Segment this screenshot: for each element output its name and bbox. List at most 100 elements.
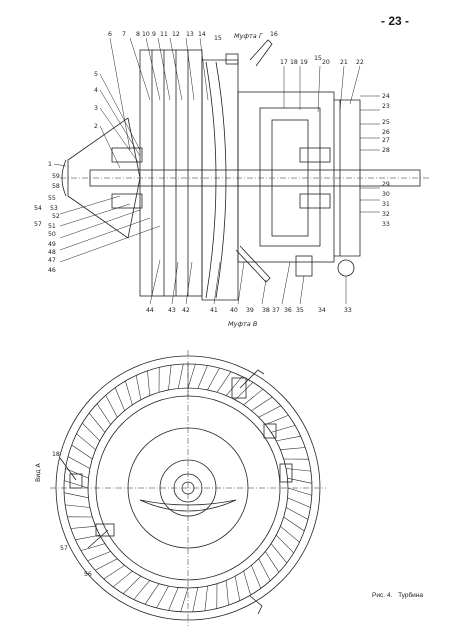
label-58: 58 [52, 183, 60, 190]
turbine-blade [156, 585, 169, 609]
label-40: 40 [230, 307, 238, 314]
label-48: 48 [48, 249, 56, 256]
label-51: 51 [48, 223, 56, 230]
label-18-plan: 18 [52, 451, 60, 458]
turbine-blade [71, 444, 93, 460]
turbine-blade [283, 516, 305, 532]
turbine-blade [80, 543, 105, 551]
turbine-blade [280, 526, 300, 543]
turbine-blades [64, 364, 312, 612]
turbine-blade [75, 534, 100, 541]
label-35: 35 [296, 307, 304, 314]
turbine-blade [287, 477, 312, 484]
turbine-blade [287, 487, 312, 496]
turbine-blade [280, 447, 306, 450]
label-33-right: 33 [382, 221, 390, 228]
turbine-blade [133, 580, 150, 600]
label-17: 17 [280, 59, 288, 66]
turbine-blade [168, 587, 179, 611]
turbine-blade [285, 507, 309, 520]
label-57-plan: 57 [60, 545, 68, 552]
turbine-blade [265, 551, 280, 573]
label-10: 10 [142, 31, 150, 38]
label-30: 30 [382, 191, 390, 198]
turbine-blade [251, 396, 273, 411]
figure-number: Рис. 4. [372, 592, 393, 599]
turbine-blade [95, 558, 118, 571]
turbine-blade [103, 565, 125, 580]
label-39: 39 [246, 307, 254, 314]
label-27: 27 [382, 137, 390, 144]
label-42: 42 [182, 307, 190, 314]
label-13: 13 [186, 31, 194, 38]
plan-view [50, 350, 326, 626]
turbine-blade [65, 468, 89, 479]
turbine-blade [180, 587, 189, 612]
turbine-blade [197, 365, 208, 389]
label-3: 3 [94, 105, 98, 112]
label-49: 49 [48, 241, 56, 248]
turbine-blade [168, 365, 172, 390]
turbine-blade [122, 576, 142, 594]
label-1: 1 [48, 161, 52, 168]
label-26: 26 [382, 129, 390, 136]
label-46: 46 [48, 267, 56, 274]
label-31: 31 [382, 201, 390, 208]
label-53: 53 [50, 205, 58, 212]
label-18: 18 [290, 59, 298, 66]
label-38: 38 [262, 307, 270, 314]
turbine-blade [251, 565, 262, 589]
label-2: 2 [94, 123, 98, 130]
turbine-blade [270, 543, 288, 564]
turbine-blade [82, 422, 100, 442]
label-24: 24 [382, 93, 390, 100]
label-6: 6 [108, 31, 112, 38]
figure-title: Турбина [398, 592, 424, 599]
turbine-blade [216, 371, 232, 393]
turbine-blade [258, 558, 271, 581]
turbine-blade [177, 364, 184, 389]
turbine-blade [67, 456, 91, 469]
label-23: 23 [382, 103, 390, 110]
label-15b: 15 [314, 55, 322, 62]
turbine-blade [65, 504, 90, 508]
label-19: 19 [300, 59, 308, 66]
turbine-blade [114, 387, 125, 411]
label-41: 41 [210, 307, 218, 314]
turbine-blade [64, 492, 89, 499]
turbine-blade [144, 583, 160, 605]
label-7: 7 [122, 31, 126, 38]
label-15: 15 [214, 35, 222, 42]
label-mufta-g: Муфта Г [234, 32, 264, 40]
label-52: 52 [52, 213, 60, 220]
turbine-blade [226, 580, 229, 606]
turbine-blade [147, 370, 150, 396]
turbine-blade [276, 435, 301, 442]
label-20: 20 [322, 59, 330, 66]
turbine-blade [265, 414, 289, 425]
turbine-blade [70, 526, 96, 529]
label-21: 21 [340, 59, 348, 66]
label-22: 22 [356, 59, 364, 66]
label-25: 25 [382, 119, 390, 126]
label-37: 37 [272, 307, 280, 314]
label-47: 47 [48, 257, 56, 264]
turbine-blade [226, 376, 243, 396]
turbine-blade [234, 576, 241, 601]
turbine-blade [76, 433, 96, 450]
label-59: 59 [52, 173, 60, 180]
label-54: 54 [34, 205, 42, 212]
figure-caption: Рис. 4. Турбина [372, 592, 427, 599]
label-vid-a: Вид А [35, 462, 42, 482]
label-8: 8 [136, 31, 140, 38]
turbine-blade [64, 480, 89, 489]
turbine-blade [243, 571, 251, 596]
label-5: 5 [94, 71, 98, 78]
label-33: 33 [344, 307, 352, 314]
turbine-blade [276, 534, 294, 554]
label-32: 32 [382, 211, 390, 218]
label-mufta-v: Муфта В [228, 320, 258, 328]
turbine-blade [258, 405, 281, 418]
